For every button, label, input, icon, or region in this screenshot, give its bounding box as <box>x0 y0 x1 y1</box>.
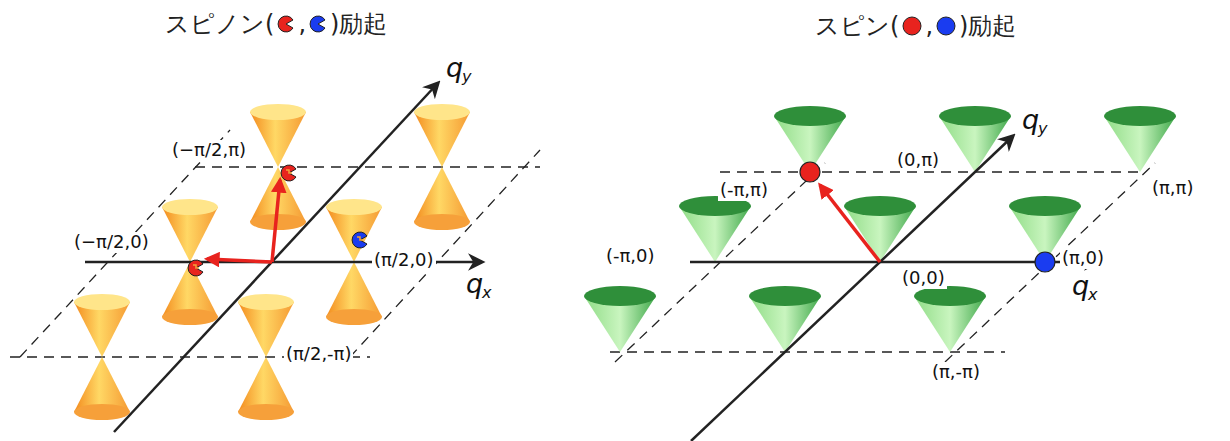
blue-spin <box>935 15 957 37</box>
heading-text: , <box>925 12 933 40</box>
heading-text: スピノン( <box>165 8 274 40</box>
cone-top <box>1104 106 1176 126</box>
magnon-cone <box>679 196 751 262</box>
wavevector-label: (π/2,-π) <box>284 344 353 365</box>
cone-top <box>74 294 130 310</box>
cone-base <box>162 309 218 325</box>
wavevector-label: (−π/2,π) <box>170 140 248 161</box>
axis-subscript: y <box>462 68 471 86</box>
cone-top <box>250 104 306 120</box>
wavevector-label: (π,-π) <box>930 362 982 383</box>
axis-label: q <box>1072 270 1089 301</box>
cone-base <box>414 214 470 230</box>
cone-top <box>1009 196 1081 216</box>
dirac-cone <box>74 294 130 420</box>
blue-spinon <box>308 13 328 35</box>
blue-spinon <box>352 232 367 248</box>
cone-top <box>238 294 294 310</box>
red-arrow <box>272 180 280 262</box>
dashed-line <box>195 166 540 167</box>
dashed-line <box>720 171 1140 172</box>
heading: スピノン( , )励起 <box>165 8 387 40</box>
wavevector-label: (-π,π) <box>718 180 770 201</box>
wavevector-label: (0,π) <box>895 150 941 171</box>
dirac-cone <box>414 104 470 230</box>
magnon-cone <box>749 286 821 352</box>
upper-cone <box>250 112 306 167</box>
brillouin-zone <box>610 163 1155 362</box>
lower-cone <box>74 357 130 412</box>
wavevector-label: (π/2,0) <box>372 250 436 271</box>
upper-cone <box>162 207 218 262</box>
cone-base <box>238 404 294 420</box>
lower-cone <box>414 167 470 222</box>
cone-top <box>914 286 986 306</box>
cone-top <box>584 286 656 306</box>
heading: スピン( , )励起 <box>815 10 1016 42</box>
cone-top <box>939 106 1011 126</box>
heading-text: )励起 <box>959 10 1016 42</box>
lower-cone <box>238 357 294 412</box>
red-spinon <box>188 260 203 276</box>
wavevector-label: (0,0) <box>900 268 947 289</box>
axis-label: q <box>466 268 483 299</box>
cone-base <box>326 309 382 325</box>
magnon-cone <box>584 286 656 352</box>
axis-label: q <box>446 52 463 83</box>
red-arrow <box>207 259 272 262</box>
magnon-cone <box>939 106 1011 172</box>
cone-top <box>162 199 218 215</box>
heading-text: , <box>298 10 306 38</box>
red-spinon <box>281 165 296 181</box>
cone-top <box>774 106 846 126</box>
axis-subscript: x <box>1088 286 1097 304</box>
cone-top <box>844 196 916 216</box>
axis-subscript: y <box>1038 120 1047 138</box>
axes <box>85 83 1098 441</box>
dashed-line <box>350 150 540 357</box>
cone-base <box>74 404 130 420</box>
wavevector-label: (π,π) <box>1150 178 1195 199</box>
wavevector-label: (-π,0) <box>604 246 657 267</box>
cone-top <box>749 286 821 306</box>
brillouin-zone <box>10 130 540 357</box>
wavevector-label: (−π/2,0) <box>72 232 151 253</box>
wavevector-label: (π,0) <box>1060 248 1106 269</box>
dashed-line <box>610 351 1005 352</box>
qy-axis <box>114 83 438 432</box>
red-arrow <box>820 185 880 262</box>
magnon-cone <box>1104 106 1176 172</box>
red-spin <box>800 162 820 182</box>
blue-spin <box>1035 252 1055 272</box>
heading-text: スピン( <box>815 10 899 42</box>
axis-subscript: x <box>482 284 491 302</box>
magnon-cone <box>914 286 986 352</box>
axis-label: q <box>1022 104 1039 135</box>
wavevector-arrows <box>207 180 880 262</box>
upper-cone <box>414 112 470 167</box>
upper-cone <box>74 302 130 357</box>
cone-top <box>414 104 470 120</box>
red-spin <box>901 15 923 37</box>
heading-text: )励起 <box>330 8 387 40</box>
red-spinon <box>276 13 296 35</box>
qy-axis <box>691 136 1013 441</box>
cone-top <box>326 199 382 215</box>
dashed-line <box>20 130 230 357</box>
spinon-icons <box>188 162 1055 276</box>
